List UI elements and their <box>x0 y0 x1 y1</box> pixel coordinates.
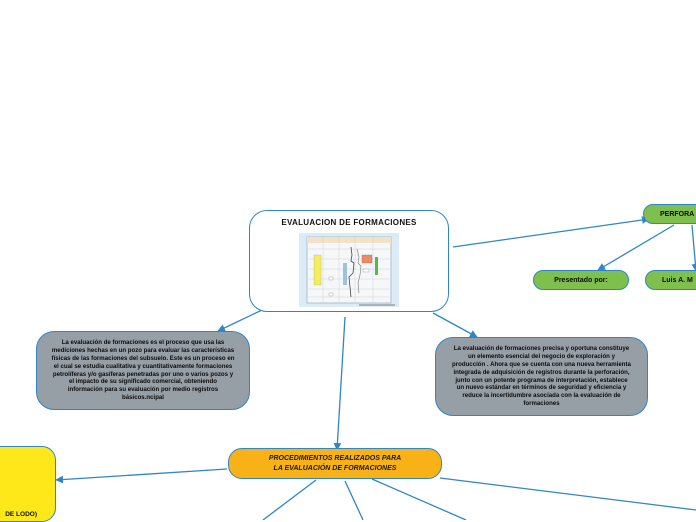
link-procedimientos-down-1 <box>262 479 317 520</box>
procedimientos-label-line1: PROCEDIMIENTOS REALIZADOS PARA <box>268 455 402 463</box>
presentado-label: Presentado por: <box>554 276 608 284</box>
link-procedimientos-right <box>439 477 696 511</box>
link-main-left <box>217 309 263 332</box>
perfora-label: PERFORA <box>660 210 695 218</box>
link-procedimientos-down-3 <box>371 478 467 520</box>
presentado-node[interactable]: Presentado por: <box>533 270 629 290</box>
definition-text: La evaluación de formaciones es el proce… <box>51 339 235 401</box>
author-node[interactable]: Luis A. M <box>645 270 696 290</box>
author-label: Luis A. M <box>662 276 693 284</box>
perfora-node[interactable]: PERFORA <box>643 204 696 224</box>
well-log-chart-icon <box>306 236 395 306</box>
link-perfora-luis <box>691 224 696 272</box>
lodo-node[interactable]: DE LODO) <box>0 446 56 522</box>
importance-text: La evaluación de formaciones precisa y o… <box>452 345 631 407</box>
link-perfora-presentado <box>597 224 675 271</box>
link-main-right <box>432 312 478 338</box>
procedimientos-node[interactable]: PROCEDIMIENTOS REALIZADOS PARA LA EVALUA… <box>228 448 442 479</box>
procedimientos-label-line2: LA EVALUACIÓN DE FORMACIONES <box>273 464 397 472</box>
link-main-procedimientos <box>333 316 346 451</box>
lodo-label: DE LODO) <box>5 511 37 518</box>
importance-node[interactable]: La evaluación de formaciones precisa y o… <box>435 337 648 416</box>
main-topic-node[interactable]: EVALUACION DE FORMACIONES <box>249 210 449 312</box>
link-main-perfora <box>452 216 650 248</box>
main-topic-title: EVALUACION DE FORMACIONES <box>281 218 417 227</box>
well-log-image <box>299 233 399 307</box>
link-procedimientos-down-2 <box>344 480 364 520</box>
link-procedimientos-yellow <box>55 468 228 484</box>
definition-node[interactable]: La evaluación de formaciones es el proce… <box>36 331 250 410</box>
